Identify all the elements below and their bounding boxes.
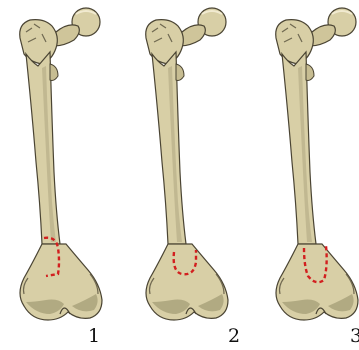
figure-number-2: 2 — [228, 325, 240, 347]
femur-bone-1 — [20, 8, 102, 320]
femur-figure-3: 3 — [276, 8, 359, 347]
figure-number-3: 3 — [350, 325, 359, 347]
femur-bone-3 — [276, 8, 358, 320]
femur-figure-2: 2 — [146, 8, 240, 347]
femur-figure-1: 1 — [20, 8, 102, 347]
figure-number-1: 1 — [88, 325, 100, 347]
